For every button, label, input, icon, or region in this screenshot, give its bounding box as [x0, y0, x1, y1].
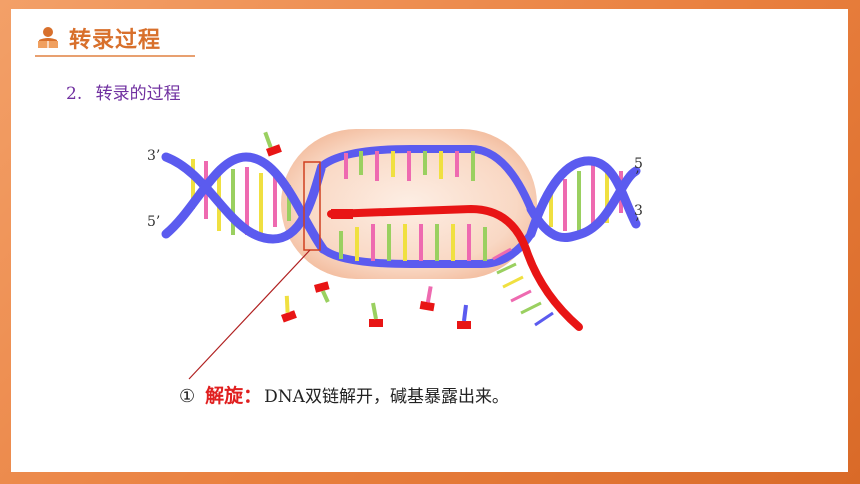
step-marker: ① — [179, 386, 196, 407]
rna-strand — [327, 204, 583, 331]
free-nucleotide — [281, 295, 297, 323]
strand-label-right-bottom-num: 3 — [634, 203, 643, 219]
unwinding-highlight-box — [303, 161, 321, 251]
template-strand-bottom — [319, 230, 535, 268]
bottom-strand-bases — [339, 224, 487, 261]
strand-label-left-bottom: 5’ — [147, 214, 161, 230]
top-strand-bases — [344, 151, 475, 181]
strand-label-right-bottom-mark: ’ — [635, 216, 640, 232]
section-subtitle: 2. 转录的过程 — [66, 79, 181, 104]
step-description: DNA双链解开，碱基暴露出来。 — [264, 387, 509, 407]
strand-label-left-top: 3’ — [147, 148, 161, 164]
free-nucleotide — [263, 131, 282, 157]
free-nucleotides — [263, 131, 471, 329]
template-strand-top — [317, 145, 535, 213]
callout-line — [188, 249, 311, 380]
section-number: 2. — [66, 84, 83, 104]
slide: 转录过程 2. 转录的过程 — [11, 9, 848, 472]
slide-title: 转录过程 — [69, 27, 162, 53]
transcription-diagram — [161, 129, 641, 380]
strand-label-right-top-mark: ’ — [635, 169, 640, 185]
rna-start-segment — [331, 209, 353, 219]
slide-title-bar: 转录过程 — [35, 21, 195, 57]
section-subtitle-text: 转录的过程 — [95, 84, 181, 104]
free-nucleotide — [314, 281, 330, 303]
rna-tail-bases — [492, 247, 554, 327]
strand-label-right-top-num: 5 — [634, 156, 643, 172]
right-dna-strand-a — [526, 166, 641, 243]
free-nucleotide — [419, 286, 435, 312]
left-dna-strand-b — [161, 152, 328, 254]
step-term: 解旋： — [205, 385, 263, 407]
free-nucleotide — [457, 304, 471, 329]
right-dna-strand-b — [526, 156, 641, 239]
reading-person-icon — [38, 27, 58, 48]
step-caption: ① 解旋： DNA双链解开，碱基暴露出来。 — [179, 381, 509, 408]
left-dna-strand-a — [161, 152, 326, 244]
free-nucleotide — [369, 302, 383, 327]
